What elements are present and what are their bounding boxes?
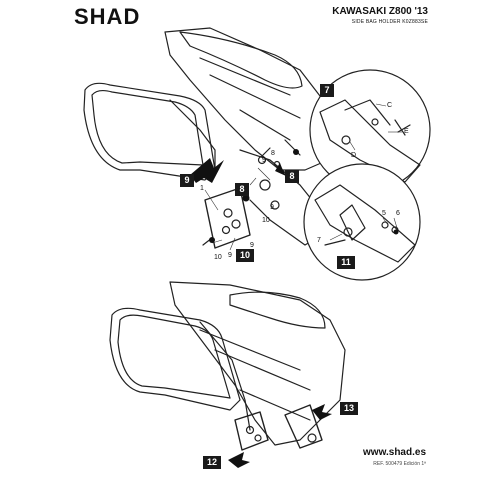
step-7-badge: 7 [320,84,334,97]
bottom-seat [229,291,326,329]
top-seat [179,31,303,89]
callout-part-1: 1 [200,185,204,192]
step-11-badge: 11 [337,256,355,269]
step-12-badge: 12 [203,456,221,469]
callout-part-7: 7 [317,237,321,244]
callout-part-5: 5 [382,210,386,217]
top-bracket-plate [204,187,251,249]
arrow-step-13 [312,404,332,420]
step-8-badge: 8 [235,183,249,196]
arrow-step-12 [228,452,250,468]
step-10-badge: 10 [236,249,254,262]
callout-part-10: 10 [262,217,270,224]
bottom-bag-holder-frame [109,307,241,411]
callout-part-6: 6 [396,210,400,217]
step-9-badge: 9 [180,174,194,187]
brand-logo: SHAD [74,4,141,29]
product-subtitle: SIDE BAG HOLDER K0Z883SE [351,19,428,25]
callout-part-9: 9 [270,204,274,211]
callout-e: E [404,128,409,135]
callout-part-9: 9 [228,252,232,259]
arrow-step-9 [190,158,224,183]
website-link[interactable]: www.shad.es [363,447,426,458]
callout-part-10: 10 [214,254,222,261]
callout-d: D [351,152,357,159]
step-8-badge: 8 [285,170,299,183]
step-13-badge: 13 [340,402,358,415]
callout-part-9: 9 [262,157,266,164]
document-reference: REF. 500479 Edición 1ª [373,461,426,467]
top-bag-holder-frame [83,82,216,181]
callout-c: C [387,102,393,109]
callout-part-8: 8 [271,150,275,157]
arrow-step-8 [275,163,286,176]
model-title: KAWASAKI Z800 '13 [332,6,428,17]
bottom-tail-fairing [169,281,346,446]
top-tail-fairing [164,27,331,171]
callout-part-9: 9 [250,242,254,249]
